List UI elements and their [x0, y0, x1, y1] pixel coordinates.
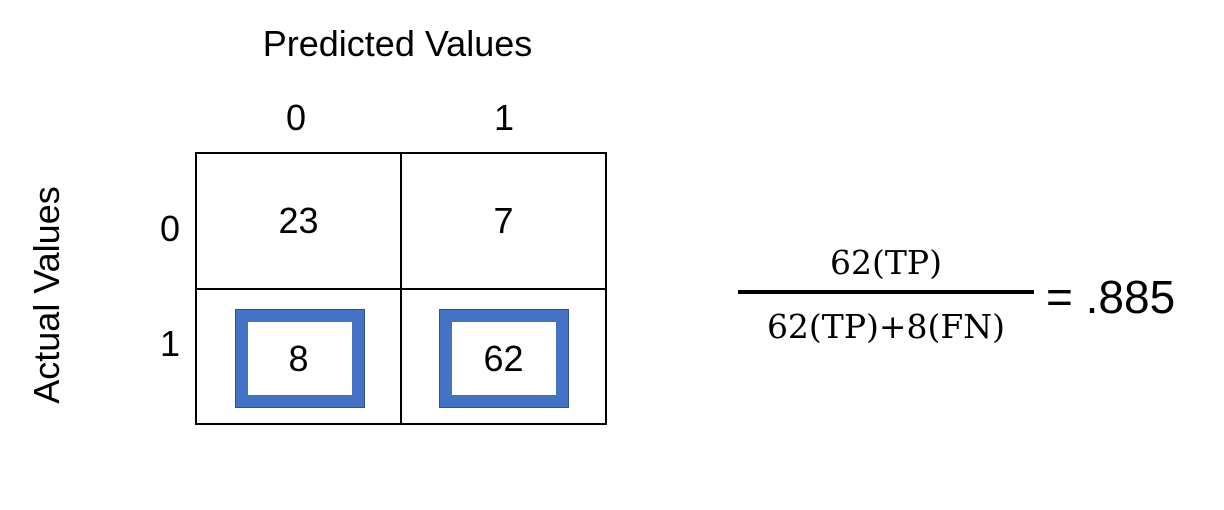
formula-denominator: 62(TP)+8(FN) [766, 307, 1006, 346]
fraction-bar [738, 290, 1034, 294]
cell-fn-value: 8 [288, 338, 309, 379]
actual-values-title-text: Actual Values [26, 186, 67, 404]
cell-tn-value: 23 [278, 200, 319, 241]
matrix-row-divider [195, 288, 607, 290]
column-label-0: 0 [285, 97, 307, 138]
row-label-1: 1 [159, 323, 181, 364]
formula-result: = .885 [1046, 271, 1176, 323]
row-label-0: 0 [159, 208, 181, 249]
cell-fp-value: 7 [493, 200, 514, 241]
highlight-box-tp [439, 309, 569, 408]
cell-tp-value: 62 [483, 338, 524, 379]
predicted-values-title: Predicted Values [262, 23, 533, 64]
highlight-box-fn [235, 309, 365, 408]
formula-numerator: 62(TP) [830, 243, 942, 282]
column-label-1: 1 [493, 97, 515, 138]
